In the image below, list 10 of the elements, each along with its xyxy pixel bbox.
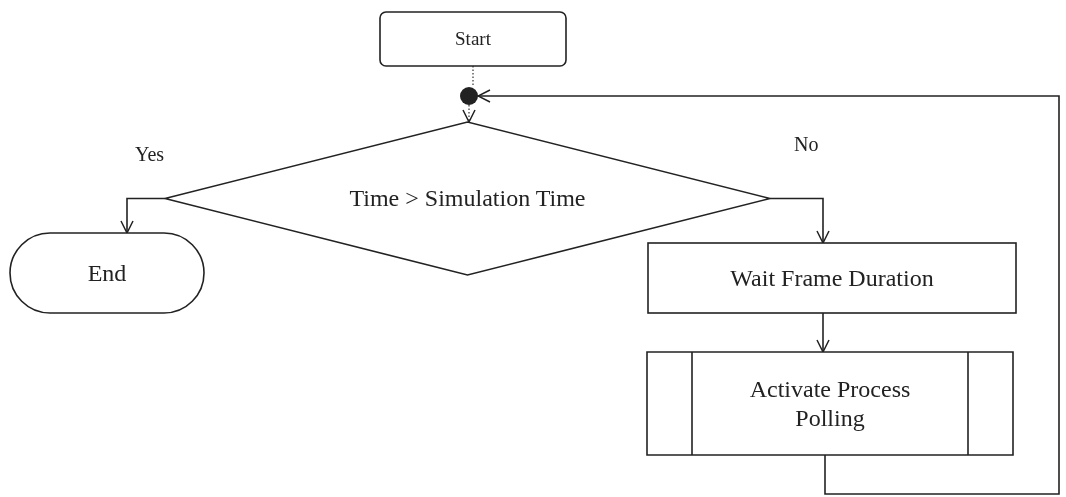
arrow [816, 312, 830, 353]
node-label: Start [455, 27, 491, 51]
node-label: Time > Simulation Time [349, 184, 586, 213]
arrow [769, 197, 830, 244]
arrow [477, 89, 1060, 495]
node-label: Wait Frame Duration [730, 263, 934, 293]
node-label: End [87, 258, 127, 288]
arrow [120, 197, 166, 234]
node-label: Activate Process Polling [748, 374, 912, 433]
arrow [462, 104, 476, 123]
